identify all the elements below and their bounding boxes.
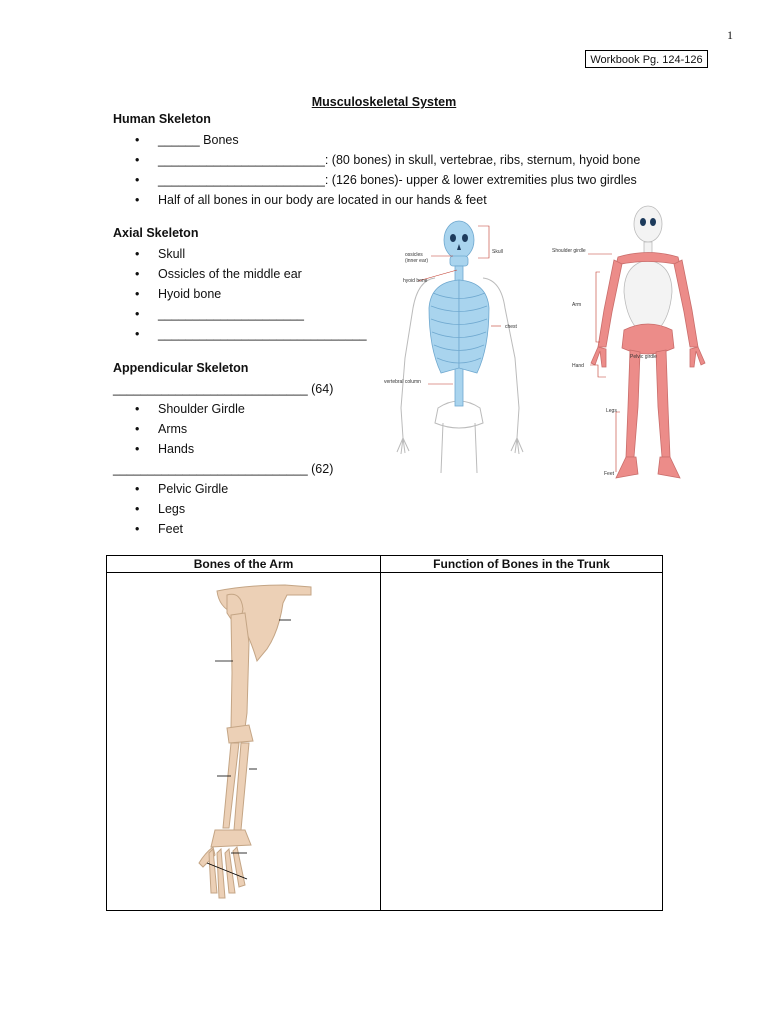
upper-extremity-list: Shoulder Girdle Arms Hands (113, 399, 333, 459)
list-item: ______________________________ (113, 324, 367, 344)
skull-features (640, 218, 656, 226)
label-vertebral-column: vertebral column (384, 379, 421, 385)
arm-figure-cell (106, 572, 381, 911)
list-item: ________________________: (126 bones)- u… (113, 170, 640, 190)
appendicular-highlight (590, 252, 706, 479)
upper-extremity-line: ____________________________ (64) (113, 382, 334, 396)
table-header-row: Bones of the Arm Function of Bones in th… (106, 555, 663, 573)
label-hyoid: hyoid bone (403, 278, 428, 284)
label-chest: chest (505, 324, 518, 330)
trunk-function-cell[interactable] (380, 572, 663, 911)
label-hand: Hand (572, 363, 584, 369)
list-item: Legs (113, 499, 333, 519)
appendicular-skeleton-heading: Appendicular Skeleton (113, 361, 249, 375)
axial-skeleton-section: Axial Skeleton Skull Ossicles of the mid… (113, 226, 367, 344)
axial-skeleton-figure: ossicles (inner ear) Skull hyoid bone ch… (384, 220, 524, 474)
axial-skeleton-heading: Axial Skeleton (113, 226, 199, 240)
axial-skeleton-list: Skull Ossicles of the middle ear Hyoid b… (113, 244, 367, 344)
arm-bones-figure (198, 584, 312, 899)
table-header-trunk-function: Function of Bones in the Trunk (380, 555, 663, 573)
human-skeleton-section: Human Skeleton ______ Bones ____________… (113, 112, 640, 210)
list-item: ______ Bones (113, 130, 640, 150)
label-legs: Legs (606, 408, 617, 414)
list-item: Ossicles of the middle ear (113, 264, 367, 284)
skull-features (450, 234, 468, 250)
list-item: ________________________: (80 bones) in … (113, 150, 640, 170)
human-skeleton-list: ______ Bones ________________________: (… (113, 130, 640, 210)
page-number: 1 (727, 28, 733, 42)
label-skull: Skull (492, 249, 503, 255)
lower-extremity-list: Pelvic Girdle Legs Feet (113, 479, 333, 539)
human-skeleton-heading: Human Skeleton (113, 112, 211, 126)
arm-bones (198, 584, 312, 899)
label-ossicles: ossicles (405, 252, 423, 258)
list-item: Arms (113, 419, 333, 439)
workbook-reference: Workbook Pg. 124-126 (585, 50, 708, 68)
list-item: Pelvic Girdle (113, 479, 333, 499)
list-item: Shoulder Girdle (113, 399, 333, 419)
skeleton-outline (396, 277, 524, 474)
skeleton-body (623, 205, 673, 335)
label-leaders (588, 253, 620, 472)
table-row (106, 572, 663, 911)
list-item: Hands (113, 439, 333, 459)
bones-table: Bones of the Arm Function of Bones in th… (106, 555, 663, 911)
label-inner-ear: (inner ear) (405, 258, 428, 264)
list-item: Half of all bones in our body are locate… (113, 190, 640, 210)
appendicular-skeleton-section: Appendicular Skeleton __________________… (113, 361, 333, 539)
list-item: Skull (113, 244, 367, 264)
list-item: Feet (113, 519, 333, 539)
table-header-bones-of-arm: Bones of the Arm (106, 555, 381, 573)
rib-lines (430, 292, 488, 364)
lower-extremity-line: ____________________________ (62) (113, 462, 334, 476)
page-title: Musculoskeletal System (311, 95, 457, 109)
list-item: _____________________ (113, 304, 367, 324)
appendicular-skeleton-figure: Shoulder girdle Arm Hand Pelvic girdle L… (552, 205, 706, 479)
label-feet: Feet (604, 471, 615, 477)
label-shoulder-girdle: Shoulder girdle (552, 248, 586, 254)
label-arm: Arm (572, 302, 581, 308)
label-leaders (206, 619, 291, 880)
list-item: Hyoid bone (113, 284, 367, 304)
label-pelvic-girdle: Pelvic girdle (630, 354, 657, 360)
label-leaders (417, 225, 501, 385)
